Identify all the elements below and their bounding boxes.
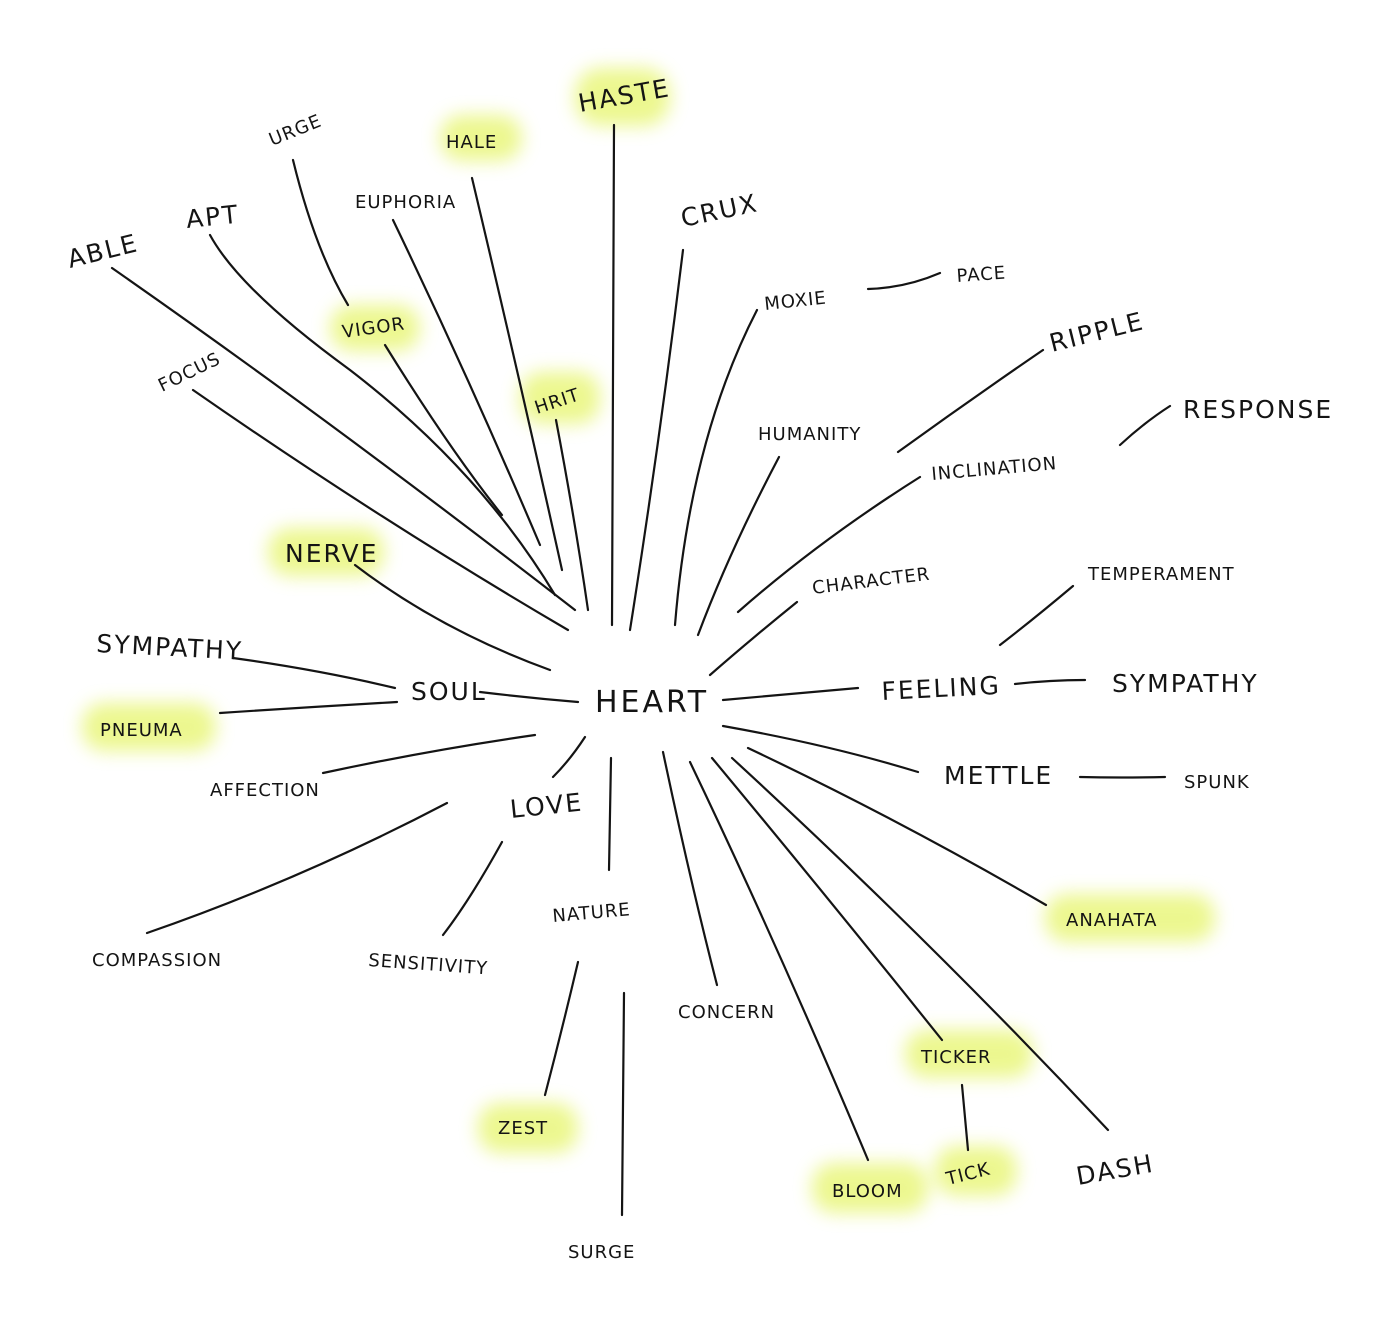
edge-inclination	[736, 475, 922, 614]
word-temperament: TEMPERAMENT	[1087, 564, 1235, 585]
word-sensitivity: SENSITIVITY	[368, 950, 489, 979]
edge-ticker-tick	[960, 1083, 970, 1152]
edge-sensitivity	[441, 840, 504, 937]
highlight-ticker	[905, 1030, 1033, 1078]
word-inclination: INCLINATION	[931, 453, 1058, 485]
connector-lines	[110, 123, 1172, 1217]
edge-dash	[730, 756, 1110, 1132]
edge-able	[110, 266, 577, 612]
word-ripple: RIPPLE	[1046, 306, 1147, 358]
highlight-vigor	[330, 305, 420, 351]
edge-concern	[661, 750, 719, 987]
edge-mettle-spunk	[1078, 775, 1167, 779]
word-love: LOVE	[509, 787, 585, 823]
highlight-glows	[82, 68, 1215, 1213]
word-humanity: HUMANITY	[758, 424, 861, 445]
center-node-heart: HEART	[595, 685, 709, 720]
word-nature: NATURE	[552, 899, 632, 927]
highlight-hale	[440, 115, 522, 161]
highlight-hrit	[520, 372, 600, 424]
edge-zest	[543, 960, 580, 1097]
word-hale: HALE	[446, 132, 497, 153]
edge-anahata	[746, 746, 1048, 907]
edge-love	[551, 735, 587, 779]
highlight-anahata	[1045, 894, 1215, 942]
word-moxie: MOXIE	[763, 288, 827, 315]
word-crux: CRUX	[678, 188, 761, 233]
word-surge: SURGE	[568, 1242, 635, 1263]
edge-vigor	[383, 343, 504, 517]
edge-feeling	[721, 686, 860, 702]
edge-mettle	[721, 724, 920, 774]
edge-bloom	[688, 760, 870, 1162]
word-sympathy-left: SYMPATHY	[96, 629, 244, 666]
edge-urge	[291, 158, 350, 307]
word-labels: HEART HASTE HALE URGE EUPHORIA APT ABLE …	[64, 73, 1333, 1263]
highlight-tick	[935, 1146, 1017, 1196]
word-mettle: METTLE	[944, 761, 1053, 790]
word-character: CHARACTER	[811, 564, 931, 599]
edge-haste	[610, 123, 616, 627]
word-affection: AFFECTION	[210, 780, 320, 801]
highlight-zest	[478, 1103, 578, 1153]
word-sympathy-right: SYMPATHY	[1112, 669, 1259, 698]
word-pace: PACE	[956, 263, 1007, 287]
edge-hale	[470, 176, 564, 572]
word-ticker: TICKER	[920, 1047, 992, 1068]
edge-moxie	[673, 308, 759, 627]
edge-pneuma	[218, 700, 399, 715]
highlight-pneuma	[82, 703, 216, 751]
edge-euphoria	[391, 218, 542, 547]
edge-compassion	[145, 801, 449, 935]
word-apt: APT	[185, 200, 241, 234]
word-bloom: BLOOM	[832, 1181, 903, 1202]
edge-nerve	[353, 563, 552, 672]
edge-character	[708, 600, 799, 677]
word-soul: SOUL	[411, 677, 487, 706]
word-dash: DASH	[1074, 1149, 1156, 1191]
edge-humanity	[696, 455, 781, 637]
highlight-bloom	[812, 1163, 928, 1213]
edge-ripple	[896, 348, 1045, 454]
edge-focus	[191, 388, 570, 632]
word-response: RESPONSE	[1183, 395, 1333, 424]
edge-moxie-pace	[866, 271, 942, 291]
edge-response	[1118, 404, 1172, 447]
edge-ticker	[710, 756, 944, 1042]
word-anahata: ANAHATA	[1066, 910, 1157, 931]
word-compassion: COMPASSION	[92, 950, 222, 971]
edge-nature	[607, 756, 613, 872]
word-pneuma: PNEUMA	[100, 720, 183, 741]
edge-temperament	[998, 584, 1075, 647]
word-focus: FOCUS	[155, 348, 224, 396]
edge-soul	[478, 690, 580, 704]
edge-surge	[620, 991, 626, 1217]
edge-hrit	[554, 418, 590, 612]
edge-affection	[321, 733, 537, 775]
word-zest: ZEST	[498, 1118, 548, 1139]
edge-crux	[628, 248, 685, 632]
word-concern: CONCERN	[678, 1002, 775, 1023]
word-spunk: SPUNK	[1184, 772, 1250, 793]
edge-feeling-sympathy	[1013, 678, 1087, 686]
word-urge: URGE	[266, 111, 325, 151]
word-feeling: FEELING	[881, 671, 1002, 706]
word-nerve: NERVE	[285, 539, 378, 568]
word-able: ABLE	[64, 228, 141, 274]
edge-sympathy-soul	[231, 656, 397, 690]
edge-apt	[208, 233, 557, 597]
highlight-haste	[575, 68, 670, 126]
word-euphoria: EUPHORIA	[355, 192, 456, 213]
